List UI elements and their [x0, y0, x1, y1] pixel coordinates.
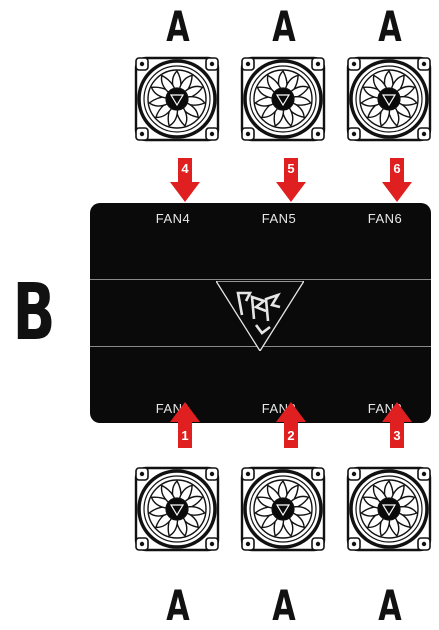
- gamdias-logo-icon: [214, 280, 306, 353]
- fan-hub: FAN4 FAN5 FAN6 FAN1 FAN2 FAN3: [90, 203, 431, 423]
- port-label-fan4: FAN4: [155, 211, 191, 226]
- fan-icon: [345, 465, 433, 553]
- fan-label-a: A: [166, 581, 190, 630]
- arrow-down-icon: 4: [170, 158, 200, 204]
- arrow-down-icon: 5: [276, 158, 306, 204]
- fan-icon: [133, 465, 221, 553]
- fan-icon: [345, 55, 433, 143]
- fan-icon: [133, 55, 221, 143]
- port-label-fan5: FAN5: [261, 211, 297, 226]
- hub-divider: [90, 279, 431, 280]
- arrow-up-icon: 2: [276, 402, 306, 448]
- arrow-down-icon: 6: [382, 158, 412, 204]
- port-label-fan6: FAN6: [367, 211, 403, 226]
- arrow-number: 1: [181, 428, 189, 443]
- arrow-number: 3: [393, 428, 401, 443]
- arrow-number: 2: [287, 428, 295, 443]
- arrow-up-icon: 1: [170, 402, 200, 448]
- hub-label-b: B: [12, 268, 56, 358]
- fan-label-a: A: [272, 2, 296, 51]
- fan-label-a: A: [272, 581, 296, 630]
- fan-icon: [239, 465, 327, 553]
- fan-icon: [239, 55, 327, 143]
- arrow-number: 6: [393, 161, 401, 176]
- arrow-number: 4: [181, 161, 189, 176]
- fan-label-a: A: [378, 581, 402, 630]
- arrow-number: 5: [287, 161, 295, 176]
- fan-label-a: A: [166, 2, 190, 51]
- fan-label-a: A: [378, 2, 402, 51]
- arrow-up-icon: 3: [382, 402, 412, 448]
